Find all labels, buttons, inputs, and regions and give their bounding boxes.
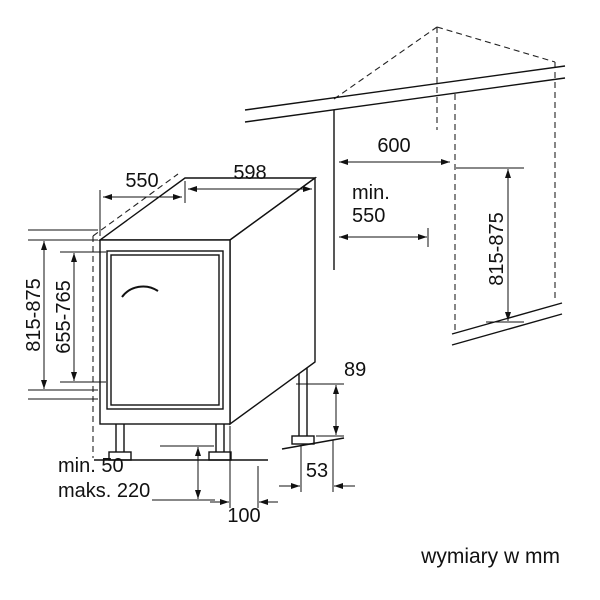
niche-walls xyxy=(333,110,563,346)
door-panel xyxy=(106,250,224,410)
dim-label-100: 100 xyxy=(227,505,260,527)
dim-label-53: 53 xyxy=(306,460,328,482)
dishwasher-body xyxy=(97,176,318,426)
dim-label-maks-220: maks. 220 xyxy=(58,480,150,502)
dim-label-niche-600: 600 xyxy=(377,135,410,157)
adjustable-feet xyxy=(94,368,345,461)
countertop xyxy=(244,65,566,123)
dimension-labels: 550 598 600 min. 550 815-875 655-765 815… xyxy=(23,135,560,568)
door-handle xyxy=(121,285,159,298)
dimension-lines xyxy=(28,159,524,508)
dim-label-min-50: min. 50 xyxy=(58,455,124,477)
dim-label-depth-550: 550 xyxy=(125,170,158,192)
dim-label-height-815-875-right: 815-875 xyxy=(486,212,508,285)
dim-label-niche-min: min. xyxy=(352,182,390,204)
dim-label-89: 89 xyxy=(344,359,366,381)
niche-dashed-outline xyxy=(92,26,556,458)
dim-label-niche-min-550: 550 xyxy=(352,205,385,227)
units-note: wymiary w mm xyxy=(420,545,560,568)
dim-label-width-598: 598 xyxy=(233,162,266,184)
dim-label-height-815-875-left: 815-875 xyxy=(23,278,45,351)
dim-label-door-655-765: 655-765 xyxy=(53,280,75,353)
